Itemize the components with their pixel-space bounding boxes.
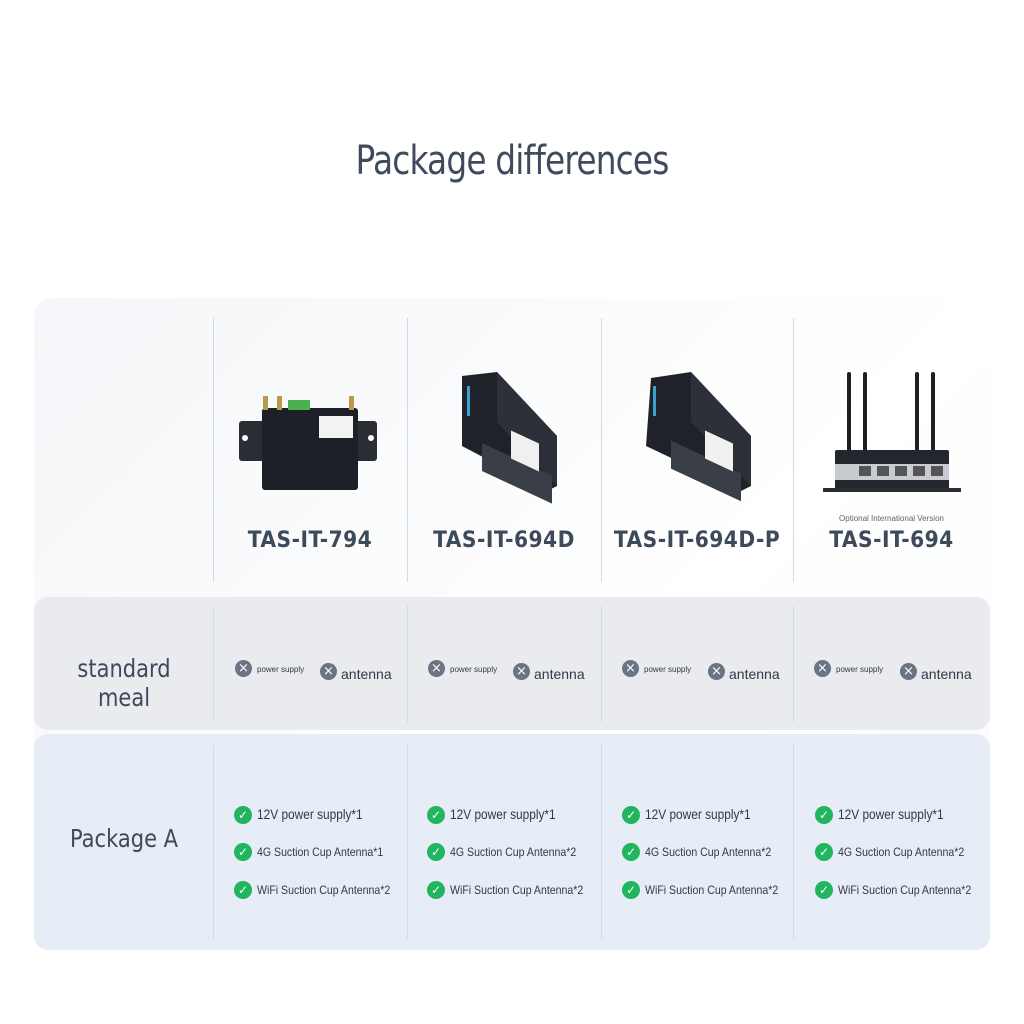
- package-item: ✓WiFi Suction Cup Antenna*2: [815, 871, 989, 909]
- divider: [793, 745, 794, 939]
- divider: [407, 745, 408, 939]
- standard-meal-cell: × power supply × antenna: [814, 660, 984, 684]
- check-circle-icon: ✓: [815, 843, 833, 862]
- check-circle-icon: ✓: [427, 880, 445, 899]
- antenna-item: × antenna: [513, 660, 585, 682]
- version-note: Optional International Version: [839, 514, 944, 523]
- check-circle-icon: ✓: [815, 880, 833, 899]
- product-column: Optional International Version TAS-IT-69…: [793, 318, 990, 582]
- x-circle-icon: ×: [513, 662, 530, 680]
- package-item: ✓4G Suction Cup Antenna*2: [622, 834, 796, 872]
- package-item: ✓12V power supply*1: [427, 796, 601, 834]
- product-name: TAS-IT-694: [829, 528, 954, 553]
- divider: [407, 318, 408, 582]
- power-supply-item: × power supply: [814, 660, 883, 677]
- router-image: [823, 372, 961, 492]
- package-item: ✓12V power supply*1: [815, 796, 989, 834]
- antenna-item: × antenna: [708, 660, 780, 682]
- package-a-cell: ✓12V power supply*1 ✓4G Suction Cup Ante…: [622, 796, 796, 909]
- package-a-row: [34, 734, 990, 950]
- antenna-item: × antenna: [900, 660, 972, 682]
- divider: [601, 745, 602, 939]
- antenna-item: × antenna: [320, 660, 392, 682]
- row-label-standard: standard meal: [77, 654, 171, 712]
- product-column: TAS-IT-794: [213, 318, 407, 582]
- check-circle-icon: ✓: [815, 805, 833, 824]
- standard-meal-row: [34, 597, 990, 730]
- product-column: TAS-IT-694D: [407, 318, 601, 582]
- package-a-cell: ✓12V power supply*1 ✓4G Suction Cup Ante…: [427, 796, 601, 909]
- router-image: [646, 372, 751, 502]
- x-circle-icon: ×: [900, 662, 917, 680]
- product-name: TAS-IT-794: [247, 528, 373, 553]
- check-circle-icon: ✓: [427, 843, 445, 862]
- package-item: ✓WiFi Suction Cup Antenna*2: [427, 871, 601, 909]
- divider: [213, 606, 214, 722]
- package-item: ✓12V power supply*1: [234, 796, 408, 834]
- check-circle-icon: ✓: [234, 805, 252, 824]
- check-circle-icon: ✓: [234, 880, 252, 899]
- divider: [793, 606, 794, 722]
- power-supply-item: × power supply: [235, 660, 304, 677]
- x-circle-icon: ×: [428, 660, 445, 677]
- x-circle-icon: ×: [708, 662, 725, 680]
- check-circle-icon: ✓: [234, 843, 252, 862]
- row-label-package-a: Package A: [69, 824, 179, 853]
- package-item: ✓4G Suction Cup Antenna*2: [427, 834, 601, 872]
- standard-meal-cell: × power supply × antenna: [235, 660, 405, 684]
- x-circle-icon: ×: [814, 660, 831, 677]
- package-item: ✓4G Suction Cup Antenna*1: [234, 834, 408, 872]
- router-image: [462, 372, 557, 504]
- x-circle-icon: ×: [235, 660, 252, 677]
- standard-meal-cell: × power supply × antenna: [622, 660, 792, 684]
- power-supply-item: × power supply: [428, 660, 497, 677]
- package-a-cell: ✓12V power supply*1 ✓4G Suction Cup Ante…: [234, 796, 408, 909]
- divider: [793, 318, 794, 582]
- divider: [601, 606, 602, 722]
- product-name: TAS-IT-694D-P: [613, 528, 781, 553]
- power-supply-item: × power supply: [622, 660, 691, 677]
- standard-meal-cell: × power supply × antenna: [428, 660, 598, 684]
- check-circle-icon: ✓: [622, 843, 640, 862]
- check-circle-icon: ✓: [622, 880, 640, 899]
- package-item: ✓4G Suction Cup Antenna*2: [815, 834, 989, 872]
- package-item: ✓WiFi Suction Cup Antenna*2: [234, 871, 408, 909]
- divider: [407, 606, 408, 722]
- x-circle-icon: ×: [320, 662, 337, 680]
- check-circle-icon: ✓: [427, 805, 445, 824]
- package-item: ✓12V power supply*1: [622, 796, 796, 834]
- package-a-cell: ✓12V power supply*1 ✓4G Suction Cup Ante…: [815, 796, 989, 909]
- router-image: [239, 396, 377, 490]
- divider: [213, 745, 214, 939]
- divider: [601, 318, 602, 582]
- x-circle-icon: ×: [622, 660, 639, 677]
- page-title: Package differences: [355, 138, 669, 184]
- product-name: TAS-IT-694D: [433, 528, 575, 553]
- product-column: TAS-IT-694D-P: [601, 318, 793, 582]
- divider: [213, 318, 214, 582]
- package-item: ✓WiFi Suction Cup Antenna*2: [622, 871, 796, 909]
- check-circle-icon: ✓: [622, 805, 640, 824]
